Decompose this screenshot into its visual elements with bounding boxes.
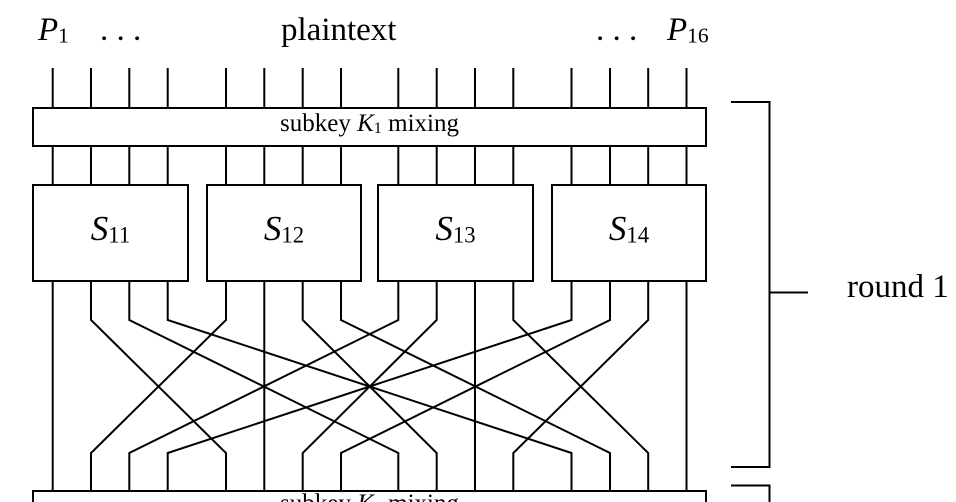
s13-base: S <box>435 209 453 248</box>
p16-subscript: 16 <box>687 23 709 48</box>
plaintext-label: plaintext <box>281 12 397 48</box>
p1-base: P <box>38 12 59 48</box>
sbox-box-1 <box>32 184 189 282</box>
subkey2-key-subscript: 2 <box>374 499 382 502</box>
s14-subscript: 14 <box>626 222 650 248</box>
sbox-s12-label: S12 <box>207 209 361 248</box>
permutation-wire <box>90 281 227 491</box>
sbox-box-4 <box>551 184 707 282</box>
subkey-k2-mixing-box <box>32 490 707 502</box>
permutation-wire <box>166 281 573 491</box>
s14-base: S <box>608 209 627 248</box>
s11-subscript: 11 <box>108 222 131 248</box>
plaintext-bit-16-label: P16 <box>667 14 709 47</box>
round-2-bracket <box>731 484 771 502</box>
sbox-box-2 <box>206 184 362 282</box>
round-1-bracket <box>731 101 771 468</box>
sbox-s11-label: S11 <box>33 209 188 248</box>
subkey1-key-subscript: 1 <box>373 118 382 137</box>
plaintext-bit-1-label: P1 <box>38 14 69 47</box>
s11-base: S <box>90 209 109 248</box>
ellipsis-left: . . . <box>100 12 142 48</box>
s13-subscript: 13 <box>452 222 476 248</box>
subkey2-post: mixing <box>382 490 459 502</box>
round-1-label: round 1 <box>847 269 949 305</box>
ellipsis-right: . . . <box>596 12 638 48</box>
subkey1-post: mixing <box>381 110 459 137</box>
subkey-k2-mixing-label: subkey K2 mixing <box>33 491 706 502</box>
subkey1-key: K <box>357 110 374 137</box>
subkey-k1-mixing-box <box>32 107 707 147</box>
permutation-wire <box>128 281 400 491</box>
subkey1-pre: subkey <box>280 110 358 137</box>
subkey-k1-mixing-label: subkey K1 mixing <box>33 111 706 136</box>
s12-base: S <box>263 209 282 248</box>
subkey2-key: K <box>357 490 374 502</box>
s12-subscript: 12 <box>281 222 305 248</box>
sbox-s14-label: S14 <box>552 209 706 248</box>
sbox-s13-label: S13 <box>378 209 533 248</box>
permutation-wire <box>340 281 611 491</box>
permutation-wire <box>512 281 650 491</box>
p1-subscript: 1 <box>58 23 69 48</box>
p16-base: P <box>667 12 688 48</box>
subkey2-pre: subkey <box>280 490 357 502</box>
sbox-box-3 <box>377 184 534 282</box>
